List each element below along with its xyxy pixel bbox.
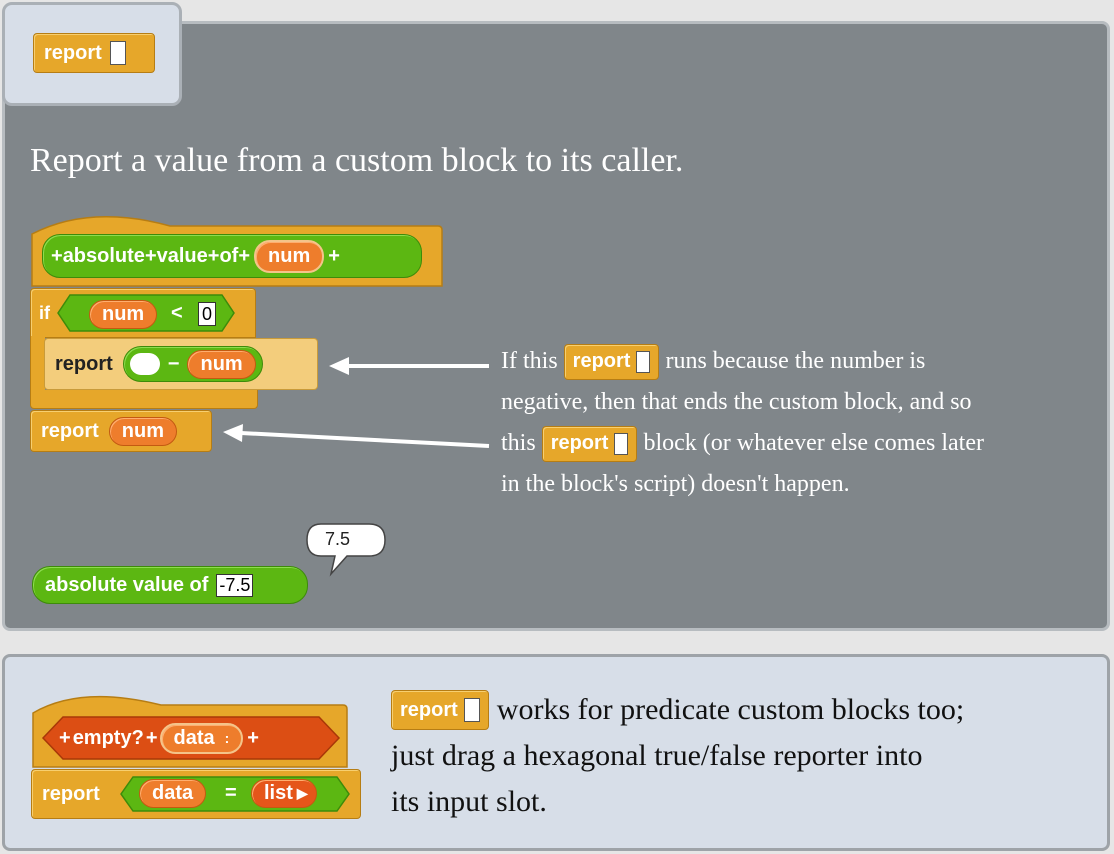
call-input[interactable]: -7.5 (216, 573, 254, 597)
bottom-panel: + empty? + data : + report data = list ▶… (2, 654, 1110, 851)
inline-report-label-3: report (400, 699, 458, 721)
explanation-line-1-post: runs because the number is (665, 348, 926, 374)
param-data[interactable]: data : (159, 722, 244, 754)
report-num-label: report (41, 419, 99, 442)
minus-reporter[interactable]: − num (122, 346, 263, 382)
report-block-card: report (2, 2, 182, 106)
explanation-line-2: negative, then that ends the custom bloc… (501, 389, 972, 415)
report-num-block[interactable]: report num (30, 410, 212, 452)
inline-report-slot-3 (463, 698, 480, 722)
main-panel: Report a value from a custom block to it… (2, 21, 1110, 631)
explanation-line-3-pre: this (501, 430, 536, 456)
explanation: If this report runs because the number i… (501, 341, 984, 505)
arrow-head-1 (329, 357, 349, 375)
param-num[interactable]: num (254, 239, 325, 273)
call-label: absolute value of (45, 573, 209, 596)
if-var-num[interactable]: num (89, 300, 158, 329)
inline-report-slot-1 (636, 350, 651, 373)
explanation-line-1-pre: If this (501, 348, 558, 374)
arrows (223, 357, 490, 448)
proto-plus-end[interactable]: + (328, 244, 340, 267)
predicate-prototype[interactable]: + empty? + data : + (59, 719, 259, 757)
inline-report-block-2: report (541, 425, 638, 462)
pred-plus-2[interactable]: + (145, 726, 158, 749)
param-data-suffix: : (224, 730, 230, 746)
predicate-note-line-1: report works for predicate custom blocks… (391, 687, 964, 733)
proto-word-absolute: absolute (62, 244, 145, 267)
absolute-value-call-block[interactable]: absolute value of -7.5 (32, 566, 308, 604)
less-than-op: < (171, 302, 183, 324)
pred-name-empty: empty? (72, 726, 144, 749)
explanation-line-3: this report block (or whatever else come… (501, 423, 984, 464)
predicate-note: report works for predicate custom blocks… (391, 687, 964, 825)
explanation-line-4: in the block's script) doesn't happen. (501, 471, 850, 497)
list-arrow-icon[interactable]: ▶ (296, 785, 308, 801)
prototype-block[interactable]: + absolute + value + of + num + (42, 234, 422, 278)
report-input-slot[interactable] (109, 41, 126, 65)
inline-report-block-3: report (391, 690, 489, 730)
call-input-value: -7.5 (219, 574, 251, 595)
inline-report-label-1: report (572, 350, 631, 372)
equals-op: = (225, 782, 237, 804)
main-heading: Report a value from a custom block to it… (30, 142, 684, 179)
result-bubble-shape (306, 523, 386, 577)
report-label: report (44, 41, 102, 64)
minus-op: − (167, 352, 180, 375)
proto-plus-3[interactable]: + (207, 244, 220, 267)
report-negate-label: report (55, 352, 113, 375)
equals-var-data[interactable]: data (139, 779, 207, 808)
explanation-line-3-post: block (or whatever else comes later (643, 430, 984, 456)
empty-oval-slot[interactable] (129, 353, 160, 375)
list-reporter[interactable]: list ▶ (251, 779, 317, 808)
zero-input[interactable]: 0 (198, 302, 216, 326)
pred-plus-3[interactable]: + (247, 726, 259, 749)
predicate-note-line-3: its input slot. (391, 785, 547, 818)
proto-word-value: value (156, 244, 208, 267)
inline-report-block-1: report (563, 343, 660, 380)
list-label: list (264, 782, 293, 804)
report-var-num[interactable]: num (108, 416, 178, 446)
if-c-arm (30, 336, 45, 402)
inline-report-slot-2 (614, 432, 629, 455)
arrow-head-2 (223, 424, 243, 442)
explanation-line-1: If this report runs because the number i… (501, 341, 984, 382)
report-equals-label: report (42, 782, 100, 805)
predicate-note-line-2: just drag a hexagonal true/false reporte… (391, 739, 923, 772)
if-label: if (39, 302, 50, 323)
inline-report-label-2: report (550, 432, 609, 454)
pred-plus-1[interactable]: + (59, 726, 71, 749)
param-data-label: data (173, 726, 215, 749)
report-block[interactable]: report (33, 33, 155, 73)
report-negate-block[interactable]: report − num (44, 338, 318, 390)
if-c-bottom (30, 390, 258, 409)
result-bubble-text: 7.5 (325, 529, 351, 549)
proto-word-of: of (219, 244, 239, 267)
minus-var-num[interactable]: num (187, 349, 256, 379)
proto-plus-2[interactable]: + (144, 244, 157, 267)
predicate-note-line-1-text: works for predicate custom blocks too; (496, 693, 965, 726)
proto-plus-1[interactable]: + (51, 244, 63, 267)
proto-plus-4[interactable]: + (238, 244, 251, 267)
zero-value: 0 (201, 303, 212, 324)
